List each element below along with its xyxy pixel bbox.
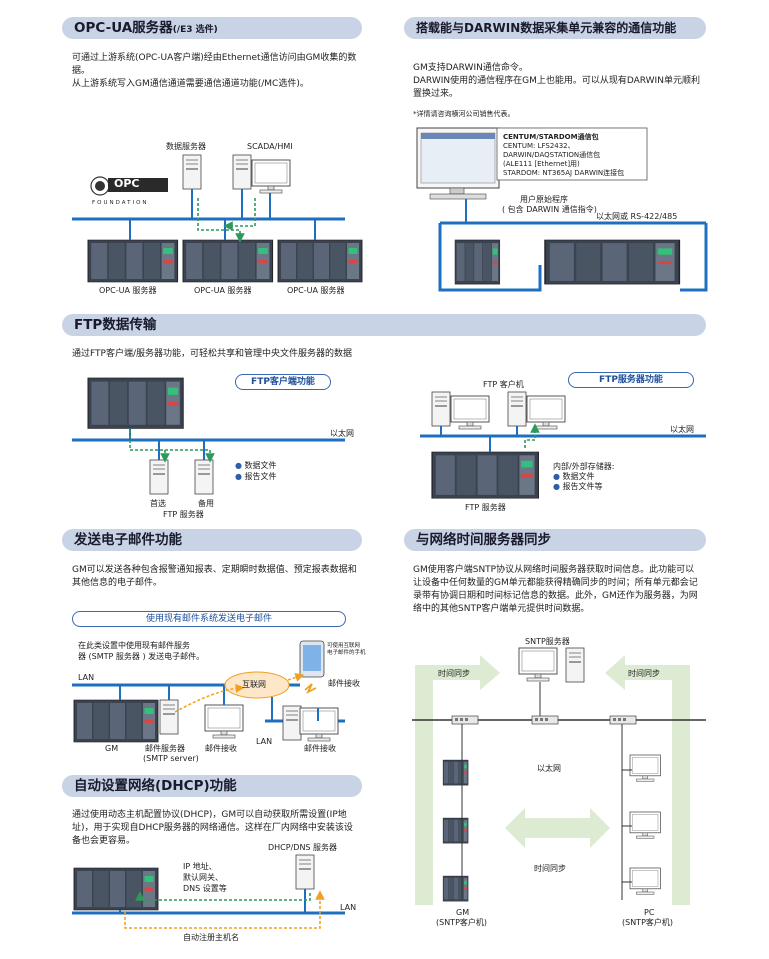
ftp-primary-label: 首选 [150,499,166,508]
ftp-server-label-left: FTP 服务器 [163,510,204,519]
darwin-body-line-2: DARWIN使用的通信程序在GM上也能用。可以从现有DARWIN单元顺利置换过来… [413,76,700,99]
sntp-pc-sub-label: (SNTP客户机) [622,918,674,927]
sntp-gm-sub-label: (SNTP客户机) [436,918,488,927]
ftp-report-file-item-2: ● 报告文件等 [553,482,603,492]
darwin-title: 搭载能与DARWIN数据采集单元兼容的通信功能 [416,21,677,35]
opcua-body-line-2: 从上游系统写入GM通信通道需要通信通道功能(/MC选件)。 [72,79,309,89]
email-gm-label: GM [105,744,119,753]
dhcp-section-header: 自动设置网络(DHCP)功能 [62,775,362,797]
email-setup-line-2: 器 (SMTP 服务器 ) 发送电子邮件。 [78,652,205,661]
opcua-body-line-1: 可通过上游系统(OPC-UA客户端)经由Ethernet通信访问由GM收集的数据… [72,53,357,76]
sntp-ethernet-label: 以太网 [537,764,561,773]
darwin-package-box: CENTUM/STARDOM通信包 CENTUM: LFS2432、 DARWI… [503,133,645,178]
dhcp-auto-register-label: 自动注册主机名 [183,933,239,942]
ftp-storage-label: 内部/外部存储器: [553,462,615,471]
email-smtp-server-label: (SMTP server) [143,754,199,763]
darwin-box-line-3: (ALE111 [Ethernet]用) [503,160,580,168]
darwin-body: GM支持DARWIN通信命令。 DARWIN使用的通信程序在GM上也能用。可以从… [413,62,703,101]
bullet-icon: ● [235,472,242,481]
ftp-backup-label: 备用 [198,499,214,508]
darwin-network-label: 以太网或 RS-422/485 [596,212,678,221]
opcua-title-suffix: (/E3 选件) [172,25,218,35]
email-mail-receive-top: 邮件接收 [328,679,360,688]
ftp-section-header: FTP数据传输 [62,314,706,336]
opc-foundation-text: FOUNDATION [92,200,149,206]
email-title: 发送电子邮件功能 [74,532,182,548]
opc-logo: OPC [114,177,140,190]
sntp-section-header: 与网络时间服务器同步 [404,529,706,551]
opcua-title: OPC-UA服务器 [74,20,173,36]
darwin-section-header: 搭载能与DARWIN数据采集单元兼容的通信功能 [404,17,706,39]
darwin-box-title: CENTUM/STARDOM通信包 [503,133,599,141]
email-body: GM可以发送各种包含报警通知报表、定期瞬时数据值、预定报表数据和其他信息的电子邮… [72,565,357,588]
opcua-server-label-2: OPC-UA 服务器 [194,286,252,295]
sntp-sync-left-label: 时间同步 [438,669,470,678]
email-lan-label-1: LAN [78,673,95,682]
email-phone-label-2: 电子邮件的手机 [327,650,366,656]
sntp-pc-label: PC [644,908,655,917]
dhcp-ip-label: IP 地址、 [183,862,217,871]
bullet-icon: ● [235,461,242,470]
email-mail-receive-1: 邮件接收 [205,744,237,753]
ftp-report-file-label: 报告文件 [244,472,277,481]
opcua-data-server-label: 数据服务器 [166,142,206,151]
darwin-note: *详情请咨询横河公司销售代表。 [413,110,515,118]
ftp-report-file-item: ● 报告文件 [235,472,277,482]
sntp-server-label: SNTP服务器 [525,637,570,646]
sntp-gm-label: GM [456,908,470,917]
dhcp-body: 通过使用动态主机配置协议(DHCP)，GM可以自动获取所需设置(IP地址)，用于… [72,810,353,846]
ftp-client-function-pill: FTP客户端功能 [235,374,331,390]
darwin-box-line-4: STARDOM: NT365AJ DARWIN连接包 [503,169,625,177]
darwin-box-line-1: CENTUM: LFS2432、 [503,142,575,150]
darwin-user-program-sub: ( 包含 DARWIN 通信指令) [502,205,597,214]
email-setup-line-1: 在此类设置中使用现有邮件服务 [78,641,190,650]
dhcp-dns-label: DNS 设置等 [183,884,227,893]
ftp-server-function-pill: FTP服务器功能 [568,372,694,388]
opcua-scada-label: SCADA/HMI [247,142,293,151]
sntp-body: GM使用客户端SNTP协议从网络时间服务器获取时间信息。此功能可以让设备中任何数… [413,565,698,614]
opcua-section-header: OPC-UA服务器(/E3 选件) [62,17,362,39]
dhcp-lan-label: LAN [340,903,357,912]
ftp-client-label: FTP 客户机 [483,380,524,389]
ftp-body: 通过FTP客户端/服务器功能，可轻松共享和管理中央文件服务器的数据 [72,349,352,359]
bullet-icon: ● [553,482,560,491]
ftp-data-file-label: 数据文件 [244,461,277,470]
sntp-sync-right-label: 时间同步 [628,669,660,678]
darwin-user-program-label: 用户原始程序 [520,195,568,204]
email-mail-receive-2: 邮件接收 [304,744,336,753]
email-lan-label-2: LAN [256,737,273,746]
opcua-body: 可通过上游系统(OPC-UA客户端)经由Ethernet通信访问由GM收集的数据… [72,52,357,91]
opcua-server-label-3: OPC-UA 服务器 [287,286,345,295]
email-existing-system-bar: 使用现有邮件系统发送电子邮件 [72,611,346,627]
bullet-icon: ● [553,472,560,481]
dhcp-gateway-label: 默认网关、 [183,873,223,882]
sntp-title: 与网络时间服务器同步 [416,532,551,548]
ftp-server-label-right: FTP 服务器 [465,503,506,512]
ftp-title: FTP数据传输 [74,317,157,333]
ftp-report-file-label-2: 报告文件等 [562,482,603,491]
darwin-body-line-1: GM支持DARWIN通信命令。 [413,63,528,73]
ftp-data-file-item: ● 数据文件 [235,461,277,471]
opcua-server-label-1: OPC-UA 服务器 [99,286,157,295]
email-mail-server-label: 邮件服务器 [145,744,185,753]
ftp-ethernet-label-left: 以太网 [330,429,354,438]
dhcp-title: 自动设置网络(DHCP)功能 [74,778,237,794]
ftp-data-file-item-2: ● 数据文件 [553,472,595,482]
email-internet-label: 互联网 [242,680,266,689]
ftp-data-file-label-2: 数据文件 [562,472,595,481]
email-section-header: 发送电子邮件功能 [62,529,362,551]
dhcp-server-label: DHCP/DNS 服务器 [268,843,338,852]
sntp-sync-mid-label: 时间同步 [534,864,566,873]
email-phone-label-1: 可使用互联网 [327,643,361,649]
darwin-box-line-2: DARWIN/DAQSTATION通信包 [503,151,601,159]
ftp-ethernet-label-right: 以太网 [670,425,694,434]
